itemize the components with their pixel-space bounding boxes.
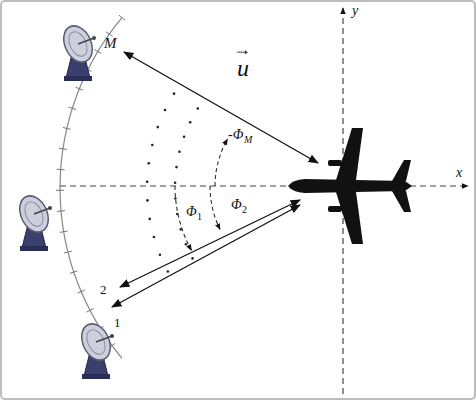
- antenna-number: 2: [100, 283, 107, 296]
- axis-label: y: [352, 4, 358, 18]
- ellipsis-dot: [151, 144, 154, 147]
- arc-tick: [60, 231, 68, 232]
- antenna-symbol: [58, 21, 98, 81]
- angle-subscript: 1: [197, 212, 202, 222]
- ellipsis-dot: [146, 199, 149, 202]
- arc-tick: [77, 290, 84, 293]
- antenna-number: 1: [114, 316, 121, 329]
- angle-label: -Φ: [228, 128, 243, 142]
- antenna-symbol: [76, 319, 116, 379]
- range-line: [124, 52, 318, 163]
- ellipsis-dot: [153, 236, 156, 239]
- ellipsis-dot: [146, 180, 149, 183]
- arc-ticks: [56, 15, 125, 348]
- ellipsis-dot: [167, 270, 170, 273]
- arc-tick: [63, 127, 71, 129]
- range-line: [120, 200, 300, 287]
- arc-tick: [76, 87, 83, 90]
- antenna-symbol: [14, 191, 54, 251]
- range-line: [112, 205, 300, 307]
- arc-tick: [94, 49, 101, 53]
- vector-symbol: u: [237, 56, 249, 80]
- arc-tick: [57, 210, 65, 212]
- ellipsis-dot: [178, 150, 181, 153]
- ellipsis-dot: [174, 181, 177, 184]
- arc-tick: [86, 309, 93, 313]
- ellipsis-dot: [156, 126, 159, 129]
- arc-tick: [56, 190, 64, 191]
- ellipsis-dots: [146, 92, 199, 272]
- airplane: [288, 128, 412, 244]
- arc-tick: [64, 251, 72, 253]
- ellipsis-dot: [183, 135, 186, 138]
- axis-label: x: [456, 166, 462, 180]
- arc-tick: [57, 169, 65, 171]
- arc-tick: [68, 107, 76, 109]
- angle-subscript: 2: [242, 205, 247, 215]
- angle-label: Φ: [186, 205, 197, 219]
- ellipsis-dot: [148, 218, 151, 221]
- ellipsis-dot: [189, 121, 192, 124]
- arc-tick: [119, 15, 125, 20]
- angle-subscript: M: [244, 135, 252, 145]
- arc-tick: [59, 148, 67, 149]
- ellipsis-dot: [191, 257, 194, 260]
- antenna-label: M: [104, 36, 117, 51]
- ellipsis-dot: [147, 162, 150, 165]
- ellipsis-dot: [196, 107, 199, 110]
- ellipsis-dot: [159, 253, 162, 256]
- angle-arc: [210, 186, 220, 230]
- ellipsis-dot: [175, 166, 178, 169]
- ellipsis-dot: [173, 92, 176, 95]
- ellipsis-dot: [185, 243, 188, 246]
- arc-tick: [70, 271, 78, 274]
- ellipsis-dot: [174, 197, 177, 200]
- angle-arc: [215, 139, 228, 186]
- angle-label: Φ: [231, 198, 242, 212]
- ellipsis-dot: [164, 109, 167, 112]
